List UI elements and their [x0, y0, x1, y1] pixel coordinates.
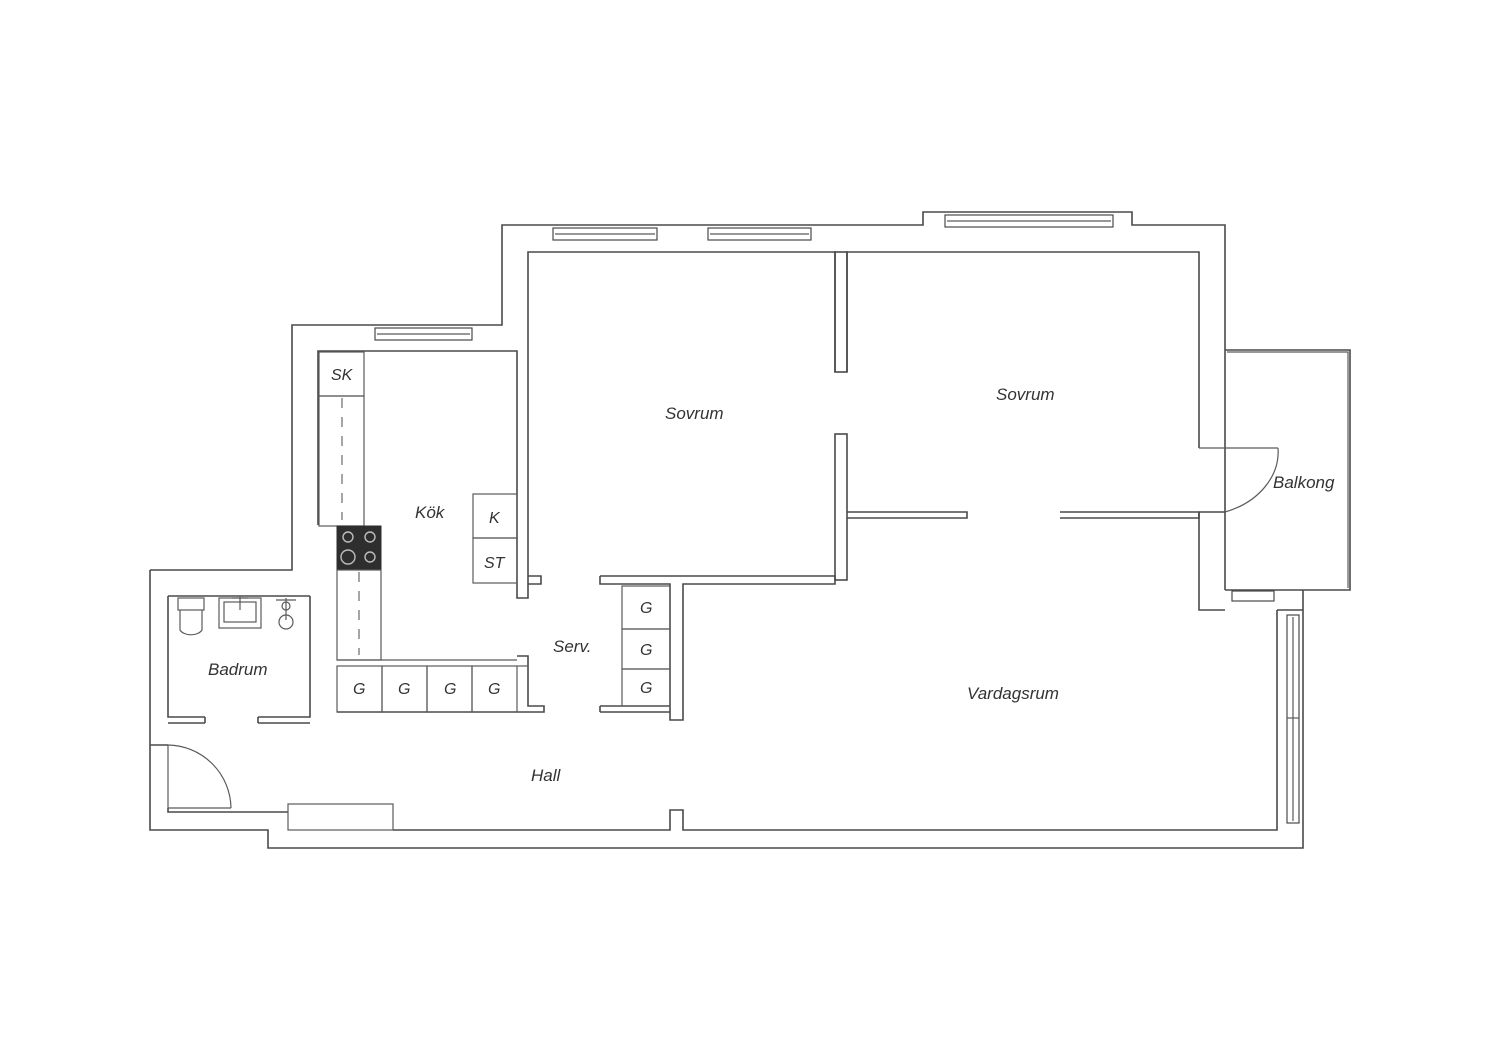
label-bedroom-2: Sovrum: [996, 385, 1055, 404]
hall-bench: [287, 803, 394, 831]
label-bedroom-1: Sovrum: [665, 404, 724, 423]
kitchen-fixtures: [318, 351, 528, 713]
label-living-room: Vardagsrum: [967, 684, 1059, 703]
label-stove-unit: ST: [484, 555, 506, 572]
interior-walls: [168, 251, 1200, 724]
label-wardrobe: G: [640, 642, 652, 659]
window-living-room-right: [1286, 614, 1300, 824]
sink-icon: [218, 596, 262, 629]
label-kitchen: Kök: [415, 503, 446, 522]
balcony: [1199, 349, 1351, 591]
room-labels: Kök Sovrum Sovrum Balkong Badrum Serv. V…: [208, 385, 1335, 785]
bathroom-fixtures: [177, 596, 296, 636]
windows: [374, 214, 1300, 824]
label-balcony: Balkong: [1273, 473, 1335, 492]
window-balcony-low: [1231, 590, 1275, 602]
label-wardrobe: G: [444, 681, 456, 698]
window-bedroom-1-left: [552, 227, 658, 241]
label-wardrobe: G: [640, 680, 652, 697]
pantry-wardrobes: [621, 585, 671, 707]
label-pantry: Serv.: [553, 637, 591, 656]
label-fridge: K: [489, 510, 501, 527]
label-bathroom: Badrum: [208, 660, 268, 679]
window-kitchen: [374, 327, 473, 341]
label-wardrobe: G: [353, 681, 365, 698]
window-bedroom-1-right: [707, 227, 812, 241]
label-hall: Hall: [531, 766, 562, 785]
label-cabinet: SK: [331, 367, 354, 384]
entry-door: [167, 744, 232, 809]
fixture-labels: SK K ST G G G G G G G: [331, 367, 652, 698]
toilet-icon: [177, 597, 205, 636]
stove-icon: [336, 525, 382, 571]
label-wardrobe: G: [640, 600, 652, 617]
outer-walls: [149, 211, 1304, 849]
shower-icon: [276, 598, 296, 630]
window-bedroom-2: [944, 214, 1114, 228]
label-wardrobe: G: [488, 681, 500, 698]
label-wardrobe: G: [398, 681, 410, 698]
